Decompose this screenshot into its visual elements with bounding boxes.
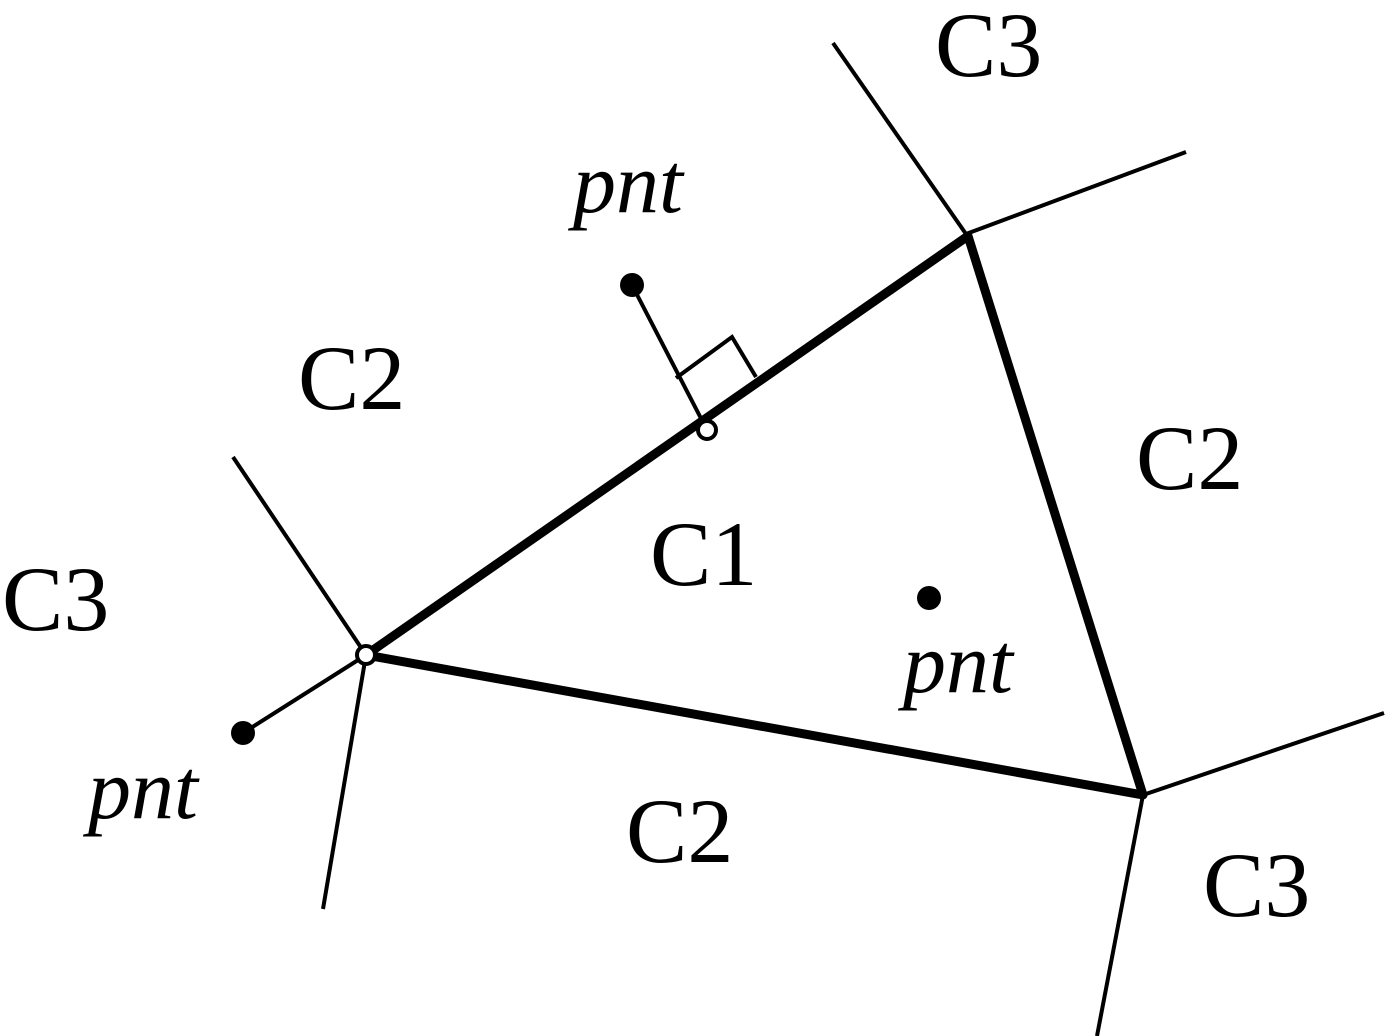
label-pnt-lower-left: pnt xyxy=(82,741,200,837)
right-angle-marker xyxy=(674,334,758,380)
boundary-line-bottom-right-up xyxy=(1142,711,1385,797)
label-c3-left: C3 xyxy=(2,548,109,650)
projection-line-left xyxy=(241,653,368,735)
boundary-line-bottom-right-down xyxy=(1095,794,1145,1036)
point-inside xyxy=(917,586,941,610)
label-c3-top: C3 xyxy=(935,0,1042,96)
boundary-line-left-lower xyxy=(321,654,368,910)
label-pnt-upper: pnt xyxy=(567,135,685,231)
label-c1-center: C1 xyxy=(650,503,757,605)
perpendicular-line xyxy=(630,284,709,431)
label-c2-upper-left: C2 xyxy=(298,327,405,429)
label-c2-right: C2 xyxy=(1136,407,1243,509)
boundary-line-top-right xyxy=(965,150,1187,236)
point-lower-left xyxy=(231,721,255,745)
point-upper xyxy=(620,273,644,297)
label-pnt-inside: pnt xyxy=(897,615,1015,711)
triangle-region-c1 xyxy=(361,231,1148,800)
boundary-line-top-left xyxy=(831,41,968,236)
projection-point-edge xyxy=(696,419,718,441)
label-c2-bottom: C2 xyxy=(626,780,733,882)
boundary-line-left-upper xyxy=(231,455,368,657)
projection-point-vertex xyxy=(355,644,377,666)
label-c3-bottom-right: C3 xyxy=(1203,834,1310,936)
